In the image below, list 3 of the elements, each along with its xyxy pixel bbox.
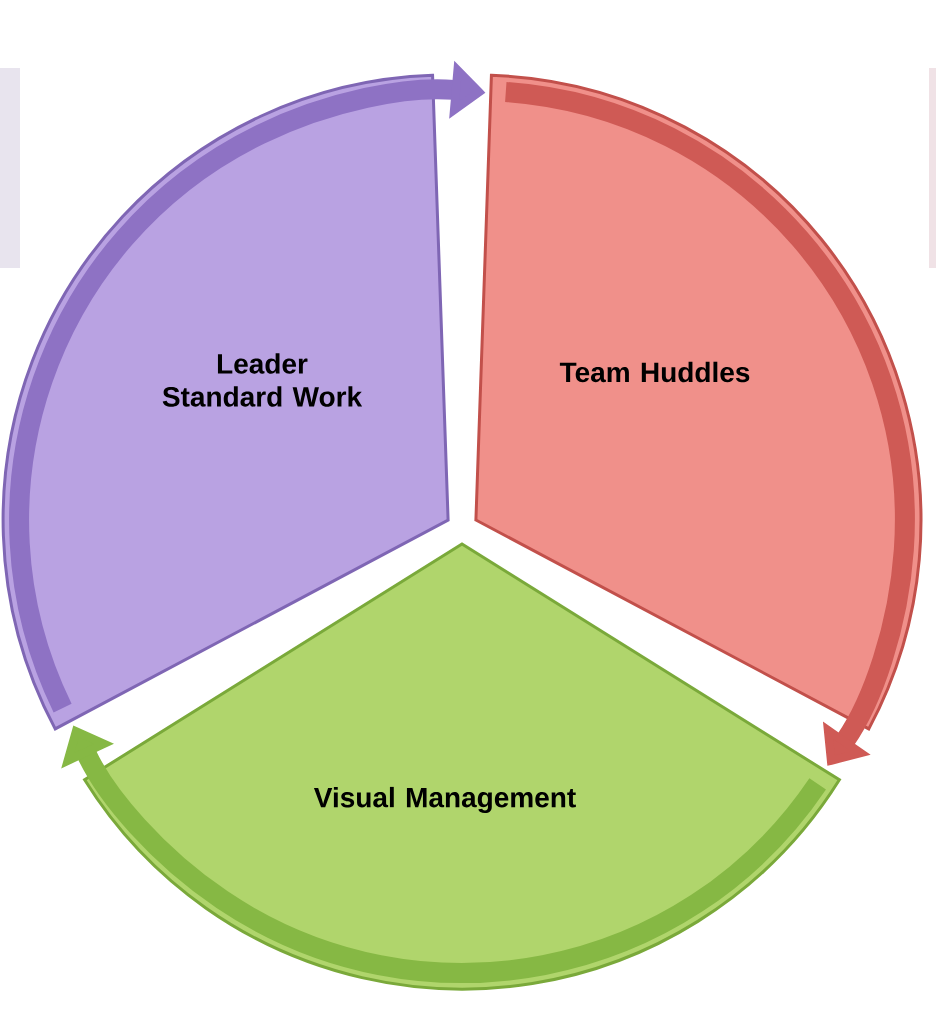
sector: Visual Management <box>83 542 841 991</box>
sector: Team Huddles <box>474 73 923 731</box>
sector: Leader Standard Work <box>1 73 450 731</box>
